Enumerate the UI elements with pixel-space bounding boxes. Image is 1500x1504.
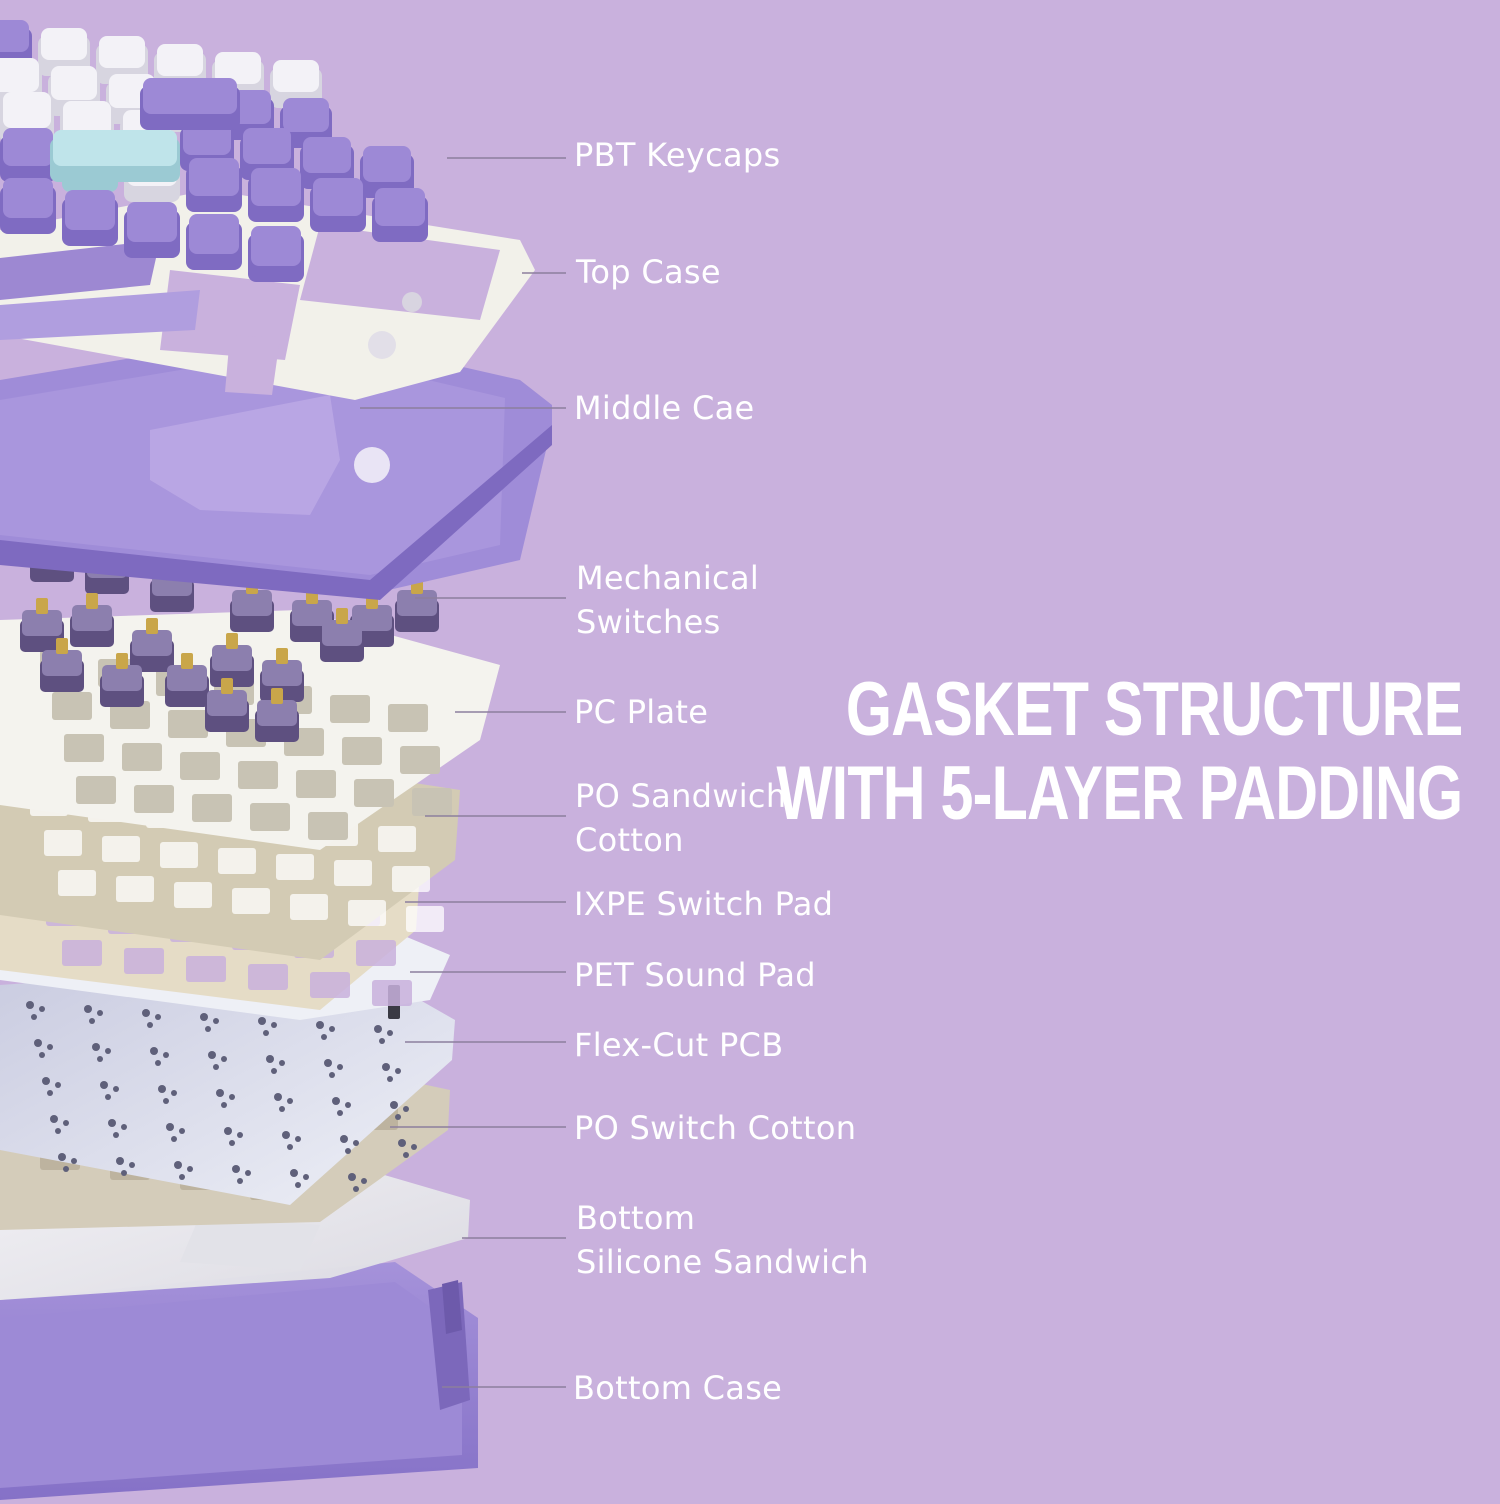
label-pet-pad: PET Sound Pad	[574, 956, 816, 994]
label-keycaps: PBT Keycaps	[574, 136, 781, 174]
headline-line-2: WITH 5-LAYER PADDING	[776, 751, 1463, 836]
label-pcb: Flex-Cut PCB	[574, 1026, 784, 1064]
label-po-switch: PO Switch Cotton	[574, 1109, 857, 1147]
label-pc-plate: PC Plate	[574, 693, 709, 731]
keycaps-layer	[0, 20, 428, 282]
label-bottom-case: Bottom Case	[573, 1369, 783, 1407]
label-top-case: Top Case	[576, 253, 721, 291]
label-middle-case: Middle Cae	[574, 389, 755, 427]
pcb-layer	[0, 960, 455, 1205]
bottom-case-layer	[0, 1262, 478, 1500]
label-ixpe-pad: IXPE Switch Pad	[574, 885, 834, 923]
middle-case-layer	[0, 330, 552, 600]
leader-lines	[360, 157, 566, 1388]
headline-line-1: GASKET STRUCTURE	[845, 667, 1462, 752]
label-silicone: Bottom Silicone Sandwich	[576, 1199, 869, 1281]
label-switches: Mechanical Switches	[576, 559, 760, 641]
label-po-sandwich: PO Sandwich Cotton	[575, 777, 787, 859]
